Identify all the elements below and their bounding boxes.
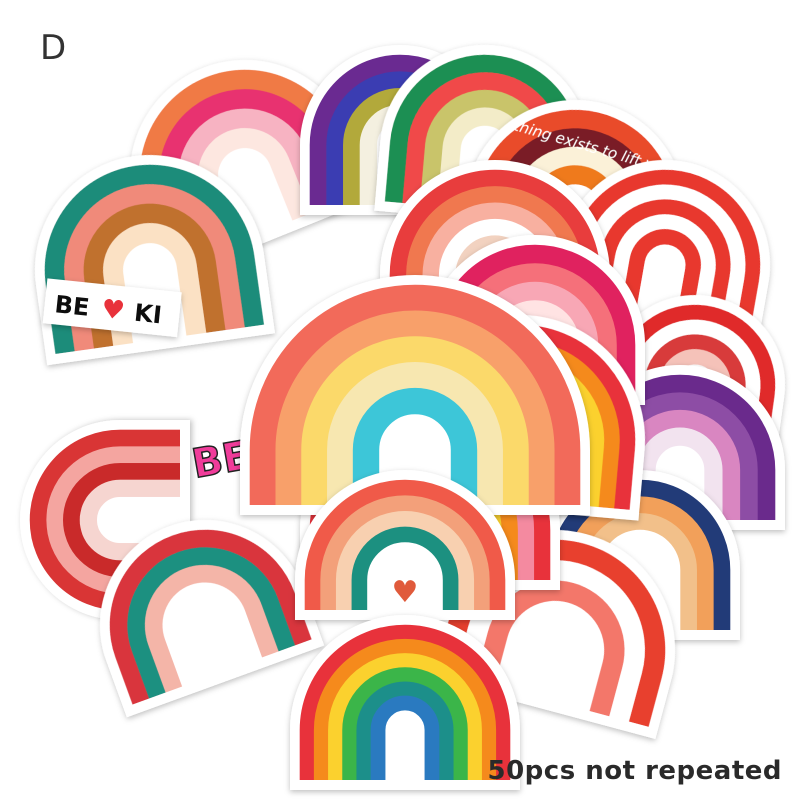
sticker-main	[240, 275, 590, 515]
rainbow-band	[619, 229, 701, 331]
rainbow-band	[494, 600, 605, 712]
rainbow-band	[637, 427, 723, 520]
rainbow-band	[44, 164, 265, 354]
heart-icon: ♥	[100, 294, 126, 326]
rainbow-band	[29, 429, 180, 611]
sticker-heart: ♥	[295, 470, 515, 620]
rainbow-band	[304, 479, 506, 610]
rainbow-band	[79, 479, 180, 561]
rainbow-band	[335, 510, 475, 610]
sticker-bottom-rainbow	[290, 615, 520, 790]
variant-label: D	[40, 28, 67, 68]
rainbow-band	[275, 310, 555, 505]
heart-icon: ♥	[392, 575, 419, 610]
rainbow-band	[83, 203, 226, 349]
caption: 50pcs not repeated	[487, 756, 782, 786]
sticker-teal-left	[100, 520, 325, 718]
rainbow-band	[109, 529, 312, 705]
rainbow-band	[389, 169, 601, 325]
rainbow-band	[328, 653, 482, 780]
rainbow-band	[313, 639, 497, 780]
rainbow-band	[575, 184, 746, 339]
rainbow-band	[352, 388, 478, 505]
rainbow-band	[604, 214, 716, 333]
be-kind-sticker: BE ♥KI	[42, 278, 182, 338]
rainbow-band	[370, 695, 440, 780]
rainbow-band	[63, 463, 180, 577]
rainbow-band	[589, 199, 731, 336]
be-text: BE	[53, 290, 90, 321]
rainbow-band	[327, 362, 503, 505]
rainbow-band	[301, 336, 529, 505]
kind-text: KI	[133, 299, 163, 330]
rainbow-band	[367, 542, 443, 610]
rainbow-band	[249, 284, 581, 505]
rainbow-band	[64, 184, 245, 352]
rainbow-band	[299, 624, 511, 780]
rainbow-band	[127, 547, 296, 699]
rainbow-band	[351, 526, 459, 610]
rainbow-band	[103, 223, 207, 346]
rainbow-band	[162, 582, 263, 687]
rainbow-band	[144, 564, 279, 693]
rainbow-band	[356, 681, 454, 780]
rainbow-band	[637, 334, 746, 442]
rainbow-band	[46, 446, 180, 594]
rainbow-band	[342, 667, 468, 780]
rainbow-band	[320, 495, 490, 610]
